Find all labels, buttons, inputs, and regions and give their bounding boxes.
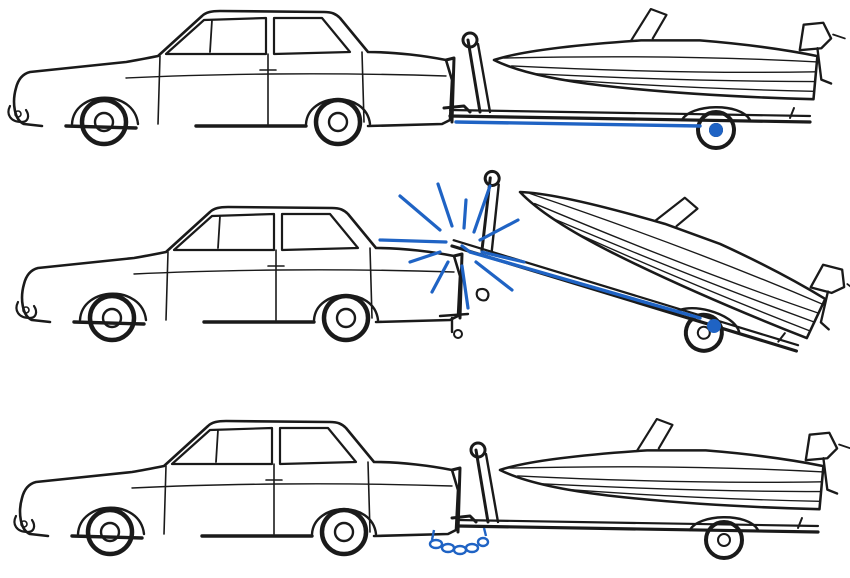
boat-icon: [507, 144, 850, 349]
trailer-frame-highlight: [456, 122, 700, 126]
car-icon: [17, 207, 463, 340]
car-icon: [15, 421, 461, 554]
panel-safety-chain-hitch: [15, 419, 850, 558]
trailer-icon: [450, 33, 810, 148]
trailer-hub-highlight: [707, 319, 721, 333]
boat-icon: [494, 9, 845, 99]
boat-icon: [500, 419, 850, 509]
panel-hitched-correctly: [9, 9, 845, 148]
trailer-icon: [443, 166, 821, 376]
panel-hitch-failure: [17, 144, 850, 376]
car-icon: [9, 11, 455, 144]
trailer-hub-highlight: [709, 123, 723, 137]
